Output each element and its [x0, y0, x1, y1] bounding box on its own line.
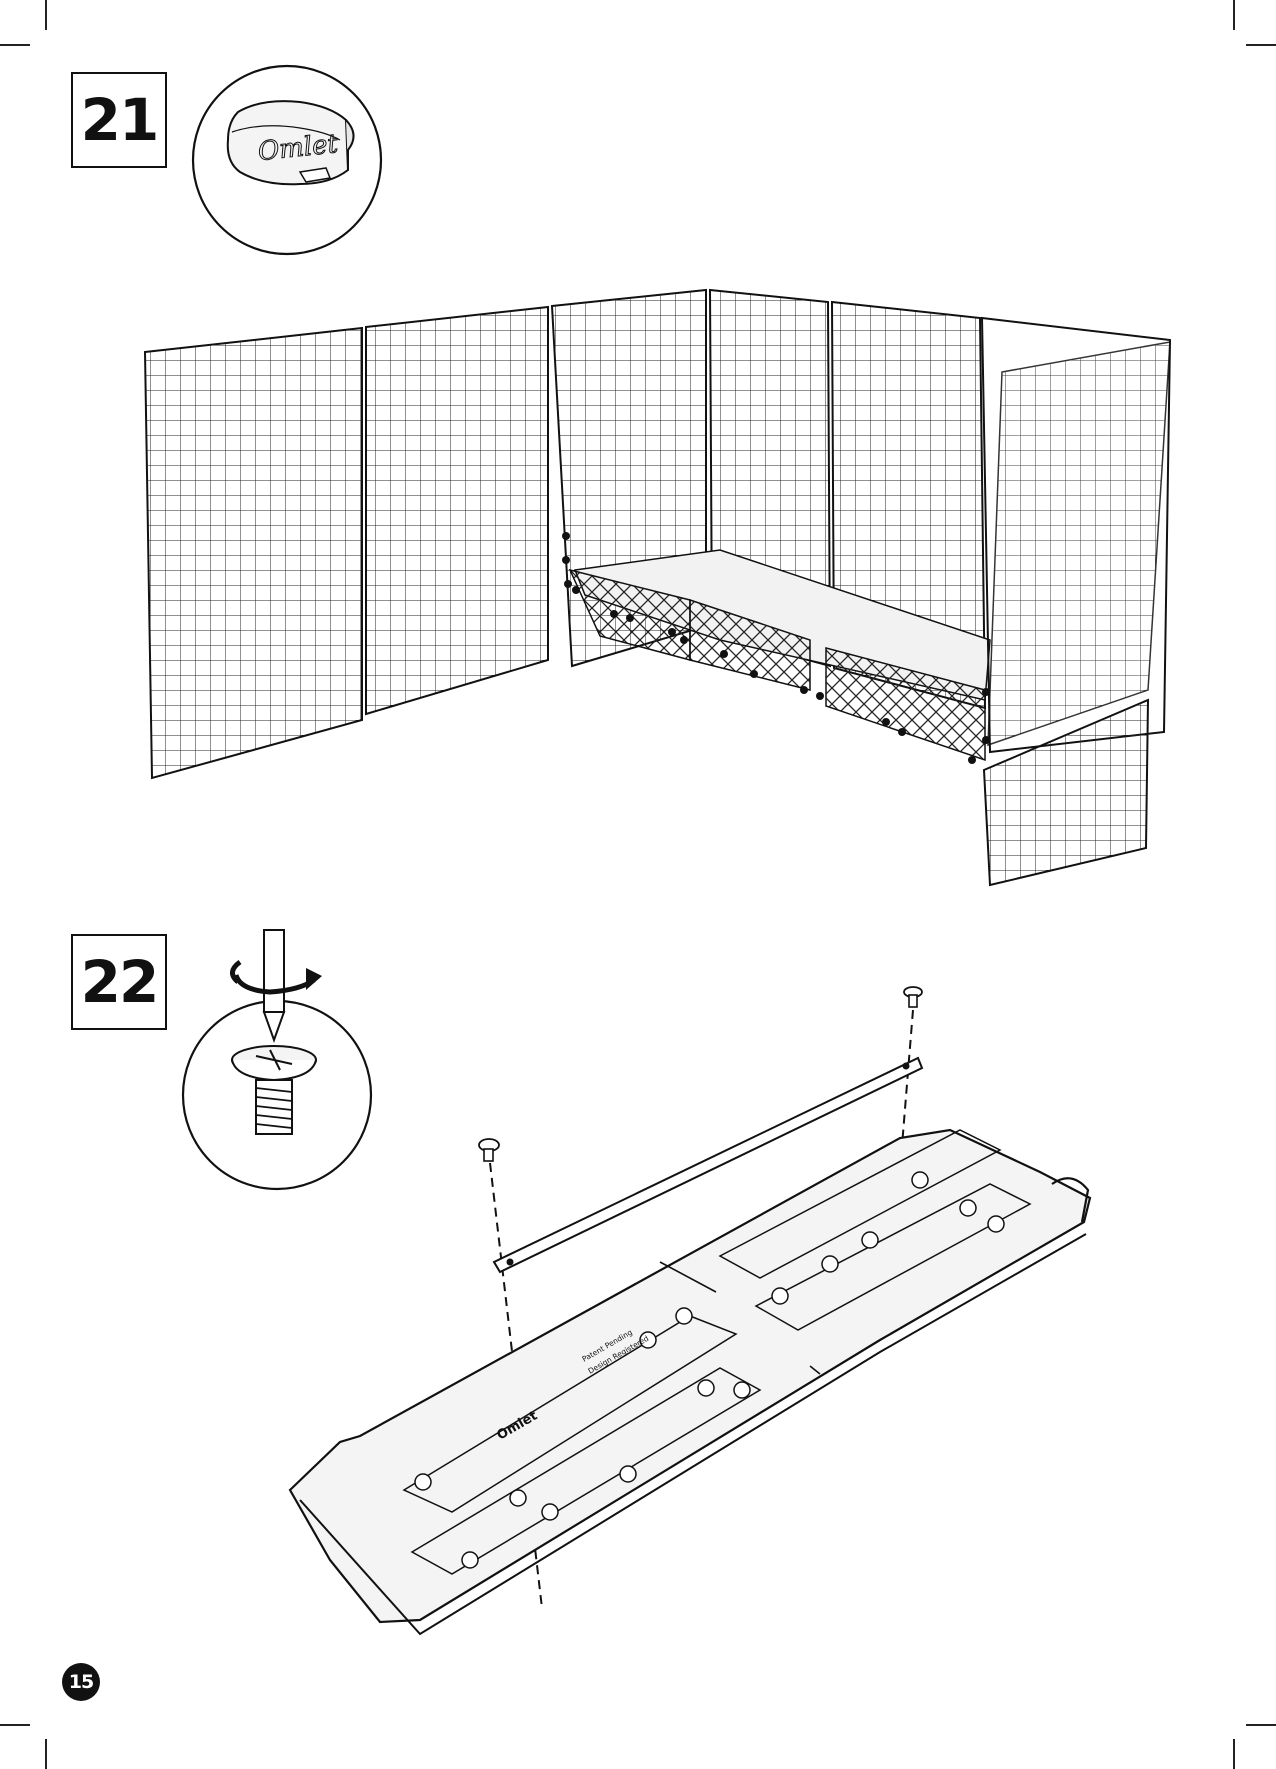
screw-top-left	[479, 1139, 499, 1161]
screw-detail	[183, 930, 371, 1189]
mesh-panels-assembly	[145, 290, 1170, 885]
page-number: 15	[62, 1663, 100, 1701]
omlet-clip-icon: Omlet	[228, 101, 354, 184]
screw-top-right	[904, 987, 922, 1007]
clip-detail: Omlet	[193, 66, 381, 254]
base-plate-assembly: Omlet Patent Pending Design Registered	[290, 987, 1090, 1634]
